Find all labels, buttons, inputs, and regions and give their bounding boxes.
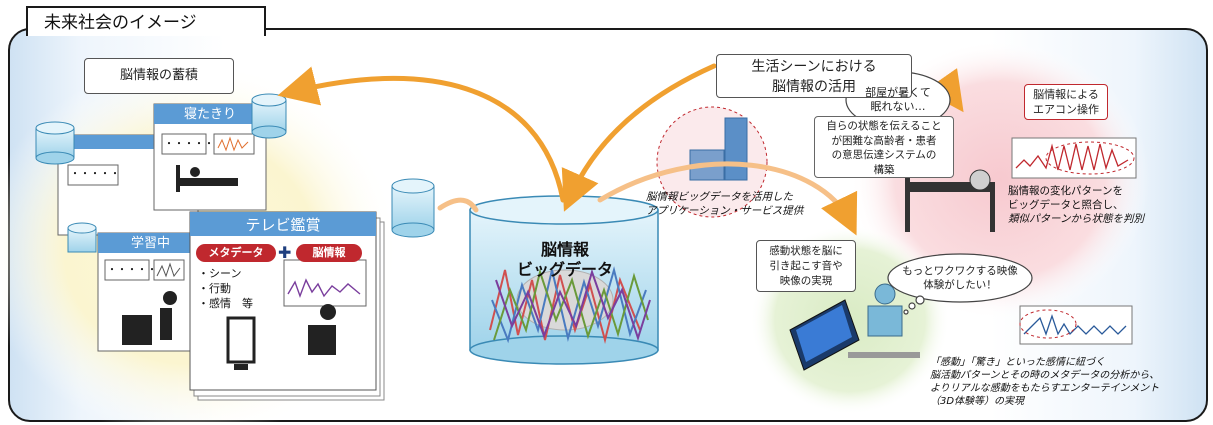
big-data-cylinder xyxy=(469,195,659,365)
brain-pattern-box xyxy=(1011,137,1137,179)
patient-box-line2: が困難な高齢者・患者 xyxy=(831,134,937,147)
app-caption-line2: アプリケーション・サービス提供 xyxy=(646,205,804,217)
flow-arrows xyxy=(277,63,964,236)
card-left-dots: ・・・・・ xyxy=(70,169,120,180)
life-scene-line2: 脳情報の活用 xyxy=(772,79,856,95)
emotion-pattern-box xyxy=(1019,305,1133,345)
entertainment-line3: よりリアルな感動をもたらすエンターテインメント xyxy=(930,383,1160,394)
entertainment-line1: 「感動」「驚き」といった感情に紐づく xyxy=(930,357,1105,368)
thought-want-exciting: もっとワクワクする映像 体験がしたい！ xyxy=(892,264,1028,292)
patient-box-line1: 自らの状態を伝えること xyxy=(826,120,942,132)
card-sleep-dots: ・・・・・ xyxy=(164,139,214,150)
entertainment-line2: 脳活動パターンとその時のメタデータの分析から、 xyxy=(930,370,1160,381)
patient-bed-icon xyxy=(905,169,995,232)
big-data-title-line2: ビッグデータ xyxy=(516,260,613,279)
app-caption-line1: 脳情報ビッグデータを活用した xyxy=(646,191,793,203)
small-cylinders xyxy=(35,93,435,253)
emotion-box-line1: 感動状態を脳に xyxy=(769,245,843,257)
meta-item-scene: ・シーン xyxy=(198,267,242,280)
accumulation-label: 脳情報の蓄積 xyxy=(84,58,234,94)
metadata-tag: メタデータ xyxy=(196,244,276,262)
big-data-title: 脳情報 ビッグデータ xyxy=(490,240,640,280)
thought-movie-line2: 体験がしたい！ xyxy=(923,279,997,291)
patient-box-line3: の意思伝達システムの xyxy=(831,149,937,161)
entertainment-line4: （3D体験等）の実現 xyxy=(930,396,1025,407)
big-data-title-line1: 脳情報 xyxy=(540,240,589,259)
card-tv-title: テレビ鑑賞 xyxy=(245,216,321,234)
thought-too-hot: 部屋が暑くて 眠れない… xyxy=(856,86,940,114)
card-study-dots: ・・・・・ xyxy=(107,265,157,276)
aircon-line1: 脳情報による xyxy=(1033,88,1099,101)
meta-item-emotion: ・感情 等 xyxy=(198,297,253,310)
card-sleep-title: 寝たきり xyxy=(183,107,236,122)
meta-item-action: ・行動 xyxy=(198,282,231,295)
brain-tag: 脳情報 xyxy=(296,244,362,262)
patient-communication-box: 自らの状態を伝えること が困難な高齢者・患者 の意思伝達システムの 構築 xyxy=(814,116,954,178)
entertainment-text: 「感動」「驚き」といった感情に紐づく 脳活動パターンとその時のメタデータの分析か… xyxy=(930,356,1200,408)
card-study-title: 学習中 xyxy=(130,236,170,251)
pattern-text-line2: ビッグデータと照合し、 xyxy=(1008,199,1124,211)
aircon-control-box: 脳情報による エアコン操作 xyxy=(1024,84,1108,120)
plus-icon: ✚ xyxy=(278,243,292,262)
patient-box-line4: 構築 xyxy=(873,163,895,176)
page-title: 未来社会のイメージ xyxy=(26,6,266,36)
building-icon xyxy=(724,117,748,181)
life-scene-label: 生活シーンにおける 脳情報の活用 xyxy=(716,54,912,98)
pattern-text-line3: 類似パターンから状態を判別 xyxy=(1008,213,1144,225)
emotion-box-line3: 映像の実現 xyxy=(779,275,833,287)
emotion-experience-box: 感動状態を脳に 引き起こす音や 映像の実現 xyxy=(756,240,856,292)
card-study xyxy=(97,232,204,352)
life-scene-line1: 生活シーンにおける xyxy=(751,59,877,75)
pattern-matching-text: 脳情報の変化パターンを ビッグデータと照合し、 類似パターンから状態を判別 xyxy=(1008,184,1198,226)
viewer-icon xyxy=(789,283,920,371)
emotion-box-line2: 引き起こす音や xyxy=(769,260,843,272)
thought-hot-line1: 部屋が暑くて xyxy=(865,86,931,99)
thought-movie-line1: もっとワクワクする映像 xyxy=(902,265,1018,277)
pattern-text-line1: 脳情報の変化パターンを xyxy=(1008,185,1123,197)
aircon-line2: エアコン操作 xyxy=(1033,103,1099,116)
app-service-caption: 脳情報ビッグデータを活用した アプリケーション・サービス提供 xyxy=(646,190,826,218)
card-sleep xyxy=(153,103,267,211)
thought-hot-line2: 眠れない… xyxy=(870,100,926,113)
